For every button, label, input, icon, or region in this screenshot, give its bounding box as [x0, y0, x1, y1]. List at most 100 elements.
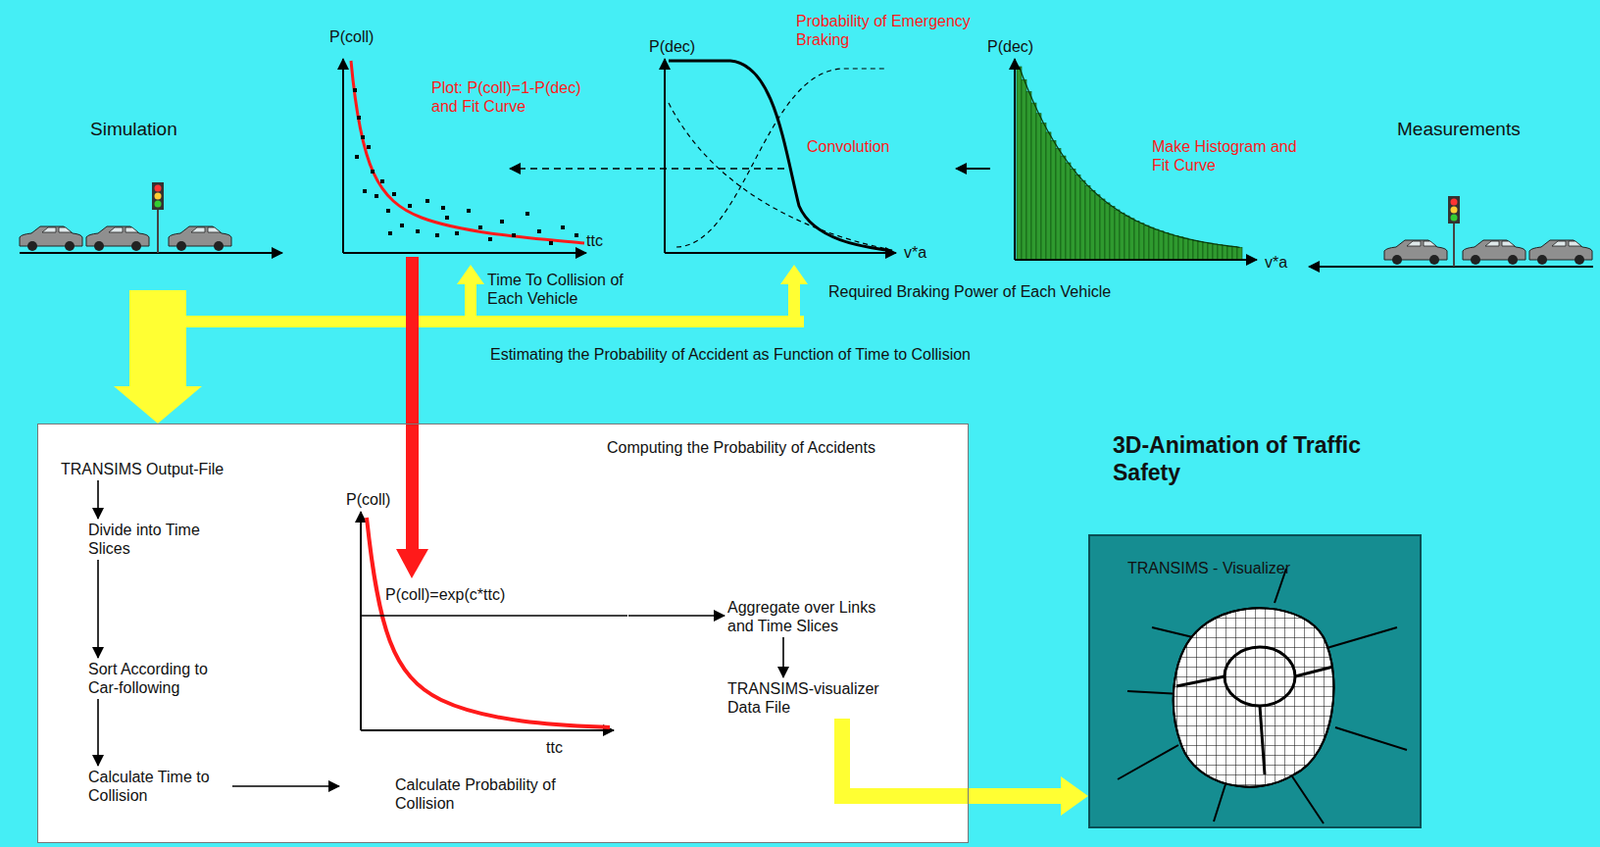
- histogram-bar: [1237, 247, 1243, 260]
- process-step: Divide into Time Slices: [85, 518, 203, 560]
- connector: [97, 559, 100, 658]
- data-point: [380, 179, 385, 184]
- histogram-bar: [1124, 215, 1130, 260]
- data-point: [386, 208, 391, 213]
- histogram-bar: [1090, 190, 1096, 260]
- data-point: [415, 229, 420, 234]
- histogram-bar: [1144, 225, 1150, 260]
- histogram-bar: [1055, 149, 1061, 260]
- data-point: [370, 169, 375, 174]
- histogram-bar: [1139, 223, 1145, 260]
- road-axis: [19, 251, 283, 254]
- histogram-bar: [1217, 245, 1223, 260]
- connector-group: [98, 480, 100, 519]
- connector: [232, 785, 340, 788]
- histogram-bar: [1041, 123, 1047, 260]
- car-wheel: [1429, 254, 1440, 265]
- car-wheel: [1574, 254, 1585, 265]
- data-point: [511, 233, 516, 238]
- car-wheel: [94, 241, 104, 251]
- car-icon: [1529, 240, 1593, 265]
- connector: [628, 614, 725, 617]
- histogram-bar: [1183, 238, 1189, 260]
- car-window: [1485, 241, 1515, 247]
- histogram-bar: [1065, 162, 1071, 260]
- histogram-bar: [1119, 212, 1125, 260]
- process-step: TRANSIMS Output-File: [57, 457, 254, 481]
- node-text: Calculate Time to Collision: [88, 767, 230, 805]
- histogram-bar: [1021, 79, 1027, 260]
- road-axis: [1308, 265, 1594, 268]
- panel-fill: [37, 423, 969, 844]
- histogram-bar: [1075, 175, 1081, 260]
- label: P(dec): [987, 37, 1034, 56]
- car-icon: [168, 226, 232, 251]
- histogram-bar: [1173, 235, 1179, 260]
- connector-group: [232, 786, 340, 788]
- connector-group: [98, 699, 100, 766]
- node-text: P(coll)=exp(c*ttc): [385, 585, 505, 604]
- label: v*a: [903, 243, 927, 262]
- process-step: Aggregate over Links and Time Slices: [724, 596, 897, 638]
- process-step: TRANSIMS-visualizer Data File: [724, 677, 911, 719]
- yellow-connector: [842, 718, 1063, 797]
- data-point: [352, 88, 357, 93]
- car-wheel: [1470, 254, 1481, 265]
- car-icon: [86, 226, 150, 251]
- node-text: Calculate Probability of Collision: [395, 775, 577, 813]
- histogram-bar: [1134, 220, 1140, 260]
- node-text: TRANSIMS Output-File: [60, 459, 251, 479]
- car-wheel: [27, 241, 38, 251]
- car-wheel: [1392, 254, 1402, 265]
- histogram-bar: [1212, 244, 1218, 260]
- traffic-light: [1448, 196, 1460, 267]
- data-point: [392, 192, 397, 197]
- label: ttc: [586, 231, 603, 250]
- probability-plot: [360, 511, 628, 731]
- data-point: [354, 154, 359, 159]
- histogram-bar: [1222, 245, 1228, 260]
- red-flow-arrow: [396, 256, 429, 579]
- data-point: [454, 231, 459, 236]
- car-icon: [19, 226, 83, 251]
- histogram-bar: [1149, 227, 1154, 260]
- label: v*a: [1264, 252, 1288, 272]
- panel-box: TRANSIMS - Visualizer: [1088, 534, 1422, 829]
- yellow-arrowhead: [1060, 776, 1089, 816]
- data-point: [425, 199, 430, 203]
- data-point: [356, 115, 361, 120]
- data-point: [445, 215, 450, 220]
- car-wheel: [1537, 254, 1548, 265]
- data-point: [525, 211, 530, 216]
- label: Measurements: [1397, 117, 1521, 141]
- car-icon: [1462, 240, 1526, 265]
- car-window: [42, 227, 72, 233]
- histogram-bar: [1100, 199, 1105, 260]
- histogram-bar: [1168, 234, 1174, 260]
- label: P(dec): [649, 37, 696, 56]
- histogram-bar: [1129, 218, 1135, 260]
- histogram-bar: [1109, 206, 1115, 260]
- data-point: [549, 241, 553, 246]
- car-window: [1406, 241, 1437, 247]
- label: 3D-Animation of Traffic Safety: [1112, 431, 1378, 487]
- connector-group: [98, 559, 100, 658]
- visualizer-fill: [1088, 534, 1422, 829]
- histogram: [1014, 58, 1257, 260]
- data-point: [374, 194, 379, 199]
- histogram-bar: [1163, 232, 1169, 260]
- network-map: [1117, 568, 1407, 824]
- car-wheel: [176, 241, 187, 251]
- histogram-bar: [1070, 168, 1076, 260]
- data-point: [435, 233, 440, 238]
- histogram-bar: [1153, 229, 1159, 260]
- label: P(coll): [329, 27, 374, 47]
- connector: [782, 637, 785, 678]
- histogram-bar: [1158, 231, 1164, 260]
- histogram-bar: [1036, 113, 1042, 260]
- node-text: Aggregate over Links and Time Slices: [727, 598, 894, 636]
- histogram-bar: [1016, 66, 1022, 260]
- connector-group: [783, 637, 785, 678]
- car-window: [1551, 241, 1582, 247]
